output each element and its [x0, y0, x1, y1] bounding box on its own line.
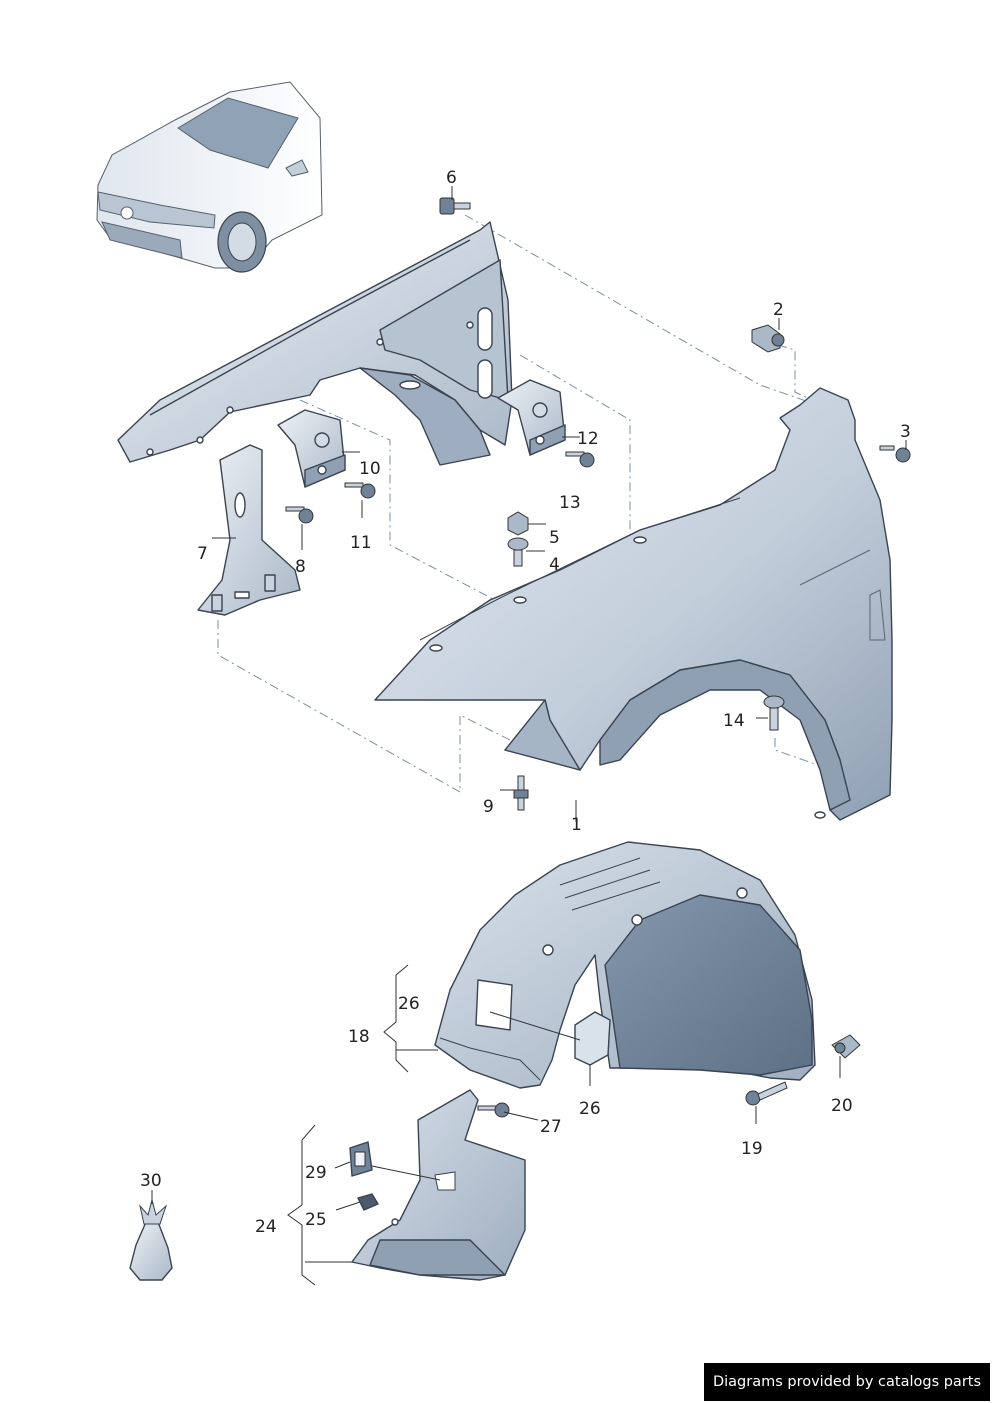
nut-5-icon	[507, 511, 529, 536]
callout-1: 1	[571, 815, 582, 835]
callout-6: 6	[446, 168, 457, 188]
callout-4: 4	[549, 555, 560, 575]
callout-18: 18	[348, 1027, 370, 1047]
callout-30: 30	[140, 1171, 162, 1191]
bolt-4-icon	[507, 537, 529, 567]
screw-14-icon	[763, 695, 785, 731]
callout-labels: 1 2 3 4 5 6 7 8 9 10 11 12 13 14 18 19 2…	[140, 168, 911, 1237]
callout-19: 19	[741, 1139, 763, 1159]
screw-19-icon	[745, 1081, 788, 1106]
callout-13: 13	[559, 493, 581, 513]
callout-7: 7	[197, 544, 208, 564]
screw-27-icon	[477, 1102, 510, 1118]
callout-5: 5	[549, 528, 560, 548]
inner-wing-panel	[117, 221, 513, 466]
callout-9: 9	[483, 797, 494, 817]
screw-3-icon	[879, 445, 911, 463]
callout-10: 10	[359, 459, 381, 479]
callout-29: 29	[305, 1163, 327, 1183]
support-bracket	[197, 444, 301, 616]
grease-bag-icon	[129, 1198, 173, 1281]
callout-26-lower: 26	[579, 1099, 601, 1119]
clip-25-icon	[357, 1193, 379, 1211]
front-fender	[374, 387, 893, 821]
vehicle-thumbnail	[96, 81, 323, 273]
callout-20: 20	[831, 1096, 853, 1116]
screw-8-icon	[285, 506, 314, 524]
screw-11-icon	[344, 482, 376, 499]
callout-2: 2	[773, 300, 784, 320]
footer-credit: Diagrams provided by catalogs parts	[704, 1363, 990, 1401]
leader-lines	[151, 186, 907, 1286]
fasteners	[285, 197, 911, 1118]
callout-11: 11	[350, 533, 372, 553]
mounting-bracket-12	[497, 379, 566, 456]
callout-12: 12	[577, 429, 599, 449]
callout-14: 14	[723, 711, 745, 731]
wheel-housing-liner	[434, 841, 816, 1089]
bolt-9-icon	[513, 775, 529, 811]
callout-8: 8	[295, 557, 306, 577]
mounting-bracket-10	[277, 409, 346, 488]
callout-25: 25	[305, 1210, 327, 1230]
screw-13-icon	[565, 451, 595, 468]
grommet-29-icon	[349, 1141, 373, 1177]
clip-2-icon	[751, 324, 785, 353]
callout-26-upper: 26	[398, 994, 420, 1014]
callout-24: 24	[255, 1217, 277, 1237]
callout-3: 3	[900, 422, 911, 442]
callout-27: 27	[540, 1117, 562, 1137]
lower-liner	[351, 1089, 526, 1281]
bolt-6-icon	[439, 197, 471, 215]
clip-20-icon	[831, 1034, 861, 1059]
